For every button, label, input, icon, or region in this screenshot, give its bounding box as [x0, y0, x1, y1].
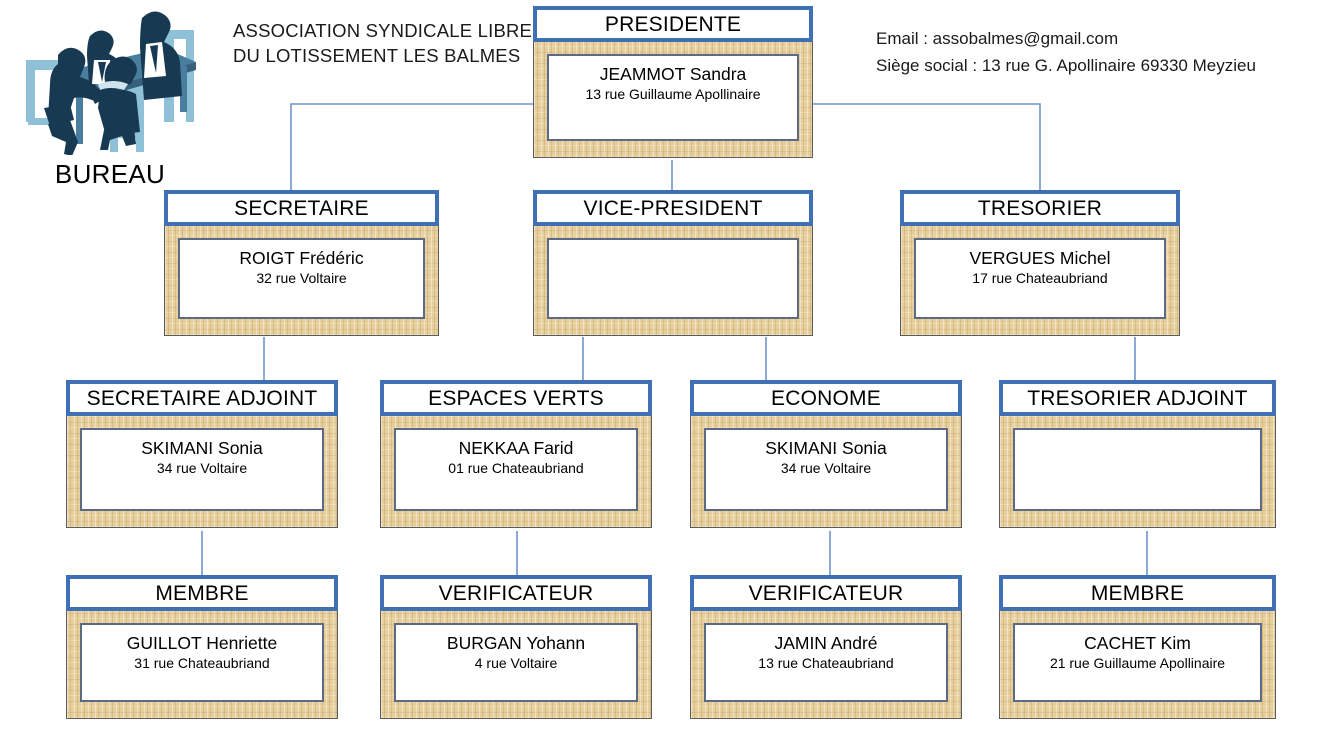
association-title-line-2: DU LOTISSEMENT LES BALMES — [233, 45, 521, 66]
node-membre-1[interactable]: MEMBRE GUILLOT Henriette 31 rue Chateaub… — [66, 575, 338, 719]
node-presidente-name: JEAMMOT Sandra — [599, 64, 747, 84]
node-tresorier-adjoint-body — [999, 416, 1276, 528]
node-membre-2-inner: CACHET Kim 21 rue Guillaume Apollinaire — [1013, 623, 1262, 702]
node-membre-1-name: GUILLOT Henriette — [126, 633, 278, 653]
node-econome[interactable]: ECONOME SKIMANI Sonia 34 rue Voltaire — [690, 380, 962, 528]
node-membre-2-address: 21 rue Guillaume Apollinaire — [1049, 655, 1226, 671]
node-tresorier-name: VERGUES Michel — [969, 248, 1111, 268]
node-membre-1-title: MEMBRE — [66, 575, 338, 611]
association-title-line-1: ASSOCIATION SYNDICALE LIBRE — [233, 20, 533, 41]
node-verificateur-2[interactable]: VERIFICATEUR JAMIN André 13 rue Chateaub… — [690, 575, 962, 719]
node-secretaire-address: 32 rue Voltaire — [256, 270, 347, 286]
bureau-logo — [14, 0, 206, 155]
node-secretaire-title: SECRETAIRE — [164, 190, 439, 226]
node-presidente-inner: JEAMMOT Sandra 13 rue Guillaume Apollina… — [547, 54, 799, 141]
node-tresorier-adjoint-title: TRESORIER ADJOINT — [999, 380, 1276, 416]
meeting-table-people-icon — [26, 11, 196, 155]
node-membre-1-inner: GUILLOT Henriette 31 rue Chateaubriand — [80, 623, 324, 702]
node-vice-president-inner — [547, 238, 799, 319]
node-secretaire-body: ROIGT Frédéric 32 rue Voltaire — [164, 226, 439, 336]
node-membre-2-body: CACHET Kim 21 rue Guillaume Apollinaire — [999, 611, 1276, 719]
node-secretaire-name: ROIGT Frédéric — [239, 248, 364, 268]
association-title: ASSOCIATION SYNDICALE LIBRE DU LOTISSEME… — [233, 18, 532, 68]
node-presidente[interactable]: PRESIDENTE JEAMMOT Sandra 13 rue Guillau… — [533, 6, 813, 158]
node-verificateur-1-inner: BURGAN Yohann 4 rue Voltaire — [394, 623, 638, 702]
node-econome-inner: SKIMANI Sonia 34 rue Voltaire — [704, 428, 948, 511]
node-verificateur-1-body: BURGAN Yohann 4 rue Voltaire — [380, 611, 652, 719]
node-secretaire-adjoint-address: 34 rue Voltaire — [156, 460, 248, 476]
node-secretaire-adjoint-inner: SKIMANI Sonia 34 rue Voltaire — [80, 428, 324, 511]
node-verificateur-1-name: BURGAN Yohann — [446, 633, 586, 653]
node-espaces-verts[interactable]: ESPACES VERTS NEKKAA Farid 01 rue Chatea… — [380, 380, 652, 528]
node-verificateur-1-address: 4 rue Voltaire — [474, 655, 558, 671]
node-secretaire-adjoint[interactable]: SECRETAIRE ADJOINT SKIMANI Sonia 34 rue … — [66, 380, 338, 528]
node-vice-president-title: VICE-PRESIDENT — [533, 190, 813, 226]
node-verificateur-2-inner: JAMIN André 13 rue Chateaubriand — [704, 623, 948, 702]
node-secretaire-adjoint-title: SECRETAIRE ADJOINT — [66, 380, 338, 416]
node-espaces-verts-body: NEKKAA Farid 01 rue Chateaubriand — [380, 416, 652, 528]
contact-address: Siège social : 13 rue G. Apollinaire 693… — [876, 56, 1256, 75]
node-verificateur-1[interactable]: VERIFICATEUR BURGAN Yohann 4 rue Voltair… — [380, 575, 652, 719]
node-membre-1-body: GUILLOT Henriette 31 rue Chateaubriand — [66, 611, 338, 719]
node-espaces-verts-inner: NEKKAA Farid 01 rue Chateaubriand — [394, 428, 638, 511]
contact-info: Email : assobalmes@gmail.com Siège socia… — [876, 25, 1256, 79]
node-tresorier-address: 17 rue Chateaubriand — [972, 270, 1108, 286]
node-econome-name: SKIMANI Sonia — [765, 438, 887, 458]
node-secretaire-adjoint-name: SKIMANI Sonia — [141, 438, 263, 458]
node-presidente-address: 13 rue Guillaume Apollinaire — [585, 86, 761, 102]
contact-email: Email : assobalmes@gmail.com — [876, 29, 1119, 48]
node-tresorier[interactable]: TRESORIER VERGUES Michel 17 rue Chateaub… — [900, 190, 1180, 336]
node-verificateur-2-address: 13 rue Chateaubriand — [758, 655, 894, 671]
node-membre-2[interactable]: MEMBRE CACHET Kim 21 rue Guillaume Apoll… — [999, 575, 1276, 719]
bureau-caption: BUREAU — [54, 159, 166, 189]
node-secretaire[interactable]: SECRETAIRE ROIGT Frédéric 32 rue Voltair… — [164, 190, 439, 336]
node-espaces-verts-name: NEKKAA Farid — [458, 438, 574, 458]
node-secretaire-adjoint-body: SKIMANI Sonia 34 rue Voltaire — [66, 416, 338, 528]
node-vice-president[interactable]: VICE-PRESIDENT — [533, 190, 813, 336]
node-verificateur-2-name: JAMIN André — [774, 633, 878, 653]
node-espaces-verts-title: ESPACES VERTS — [380, 380, 652, 416]
node-espaces-verts-address: 01 rue Chateaubriand — [448, 460, 584, 476]
node-membre-2-name: CACHET Kim — [1084, 633, 1191, 653]
node-verificateur-2-title: VERIFICATEUR — [690, 575, 962, 611]
node-vice-president-body — [533, 226, 813, 336]
node-tresorier-adjoint-inner — [1013, 428, 1262, 511]
node-tresorier-body: VERGUES Michel 17 rue Chateaubriand — [900, 226, 1180, 336]
node-tresorier-inner: VERGUES Michel 17 rue Chateaubriand — [914, 238, 1166, 319]
node-econome-title: ECONOME — [690, 380, 962, 416]
node-secretaire-inner: ROIGT Frédéric 32 rue Voltaire — [178, 238, 425, 319]
node-verificateur-2-body: JAMIN André 13 rue Chateaubriand — [690, 611, 962, 719]
node-membre-1-address: 31 rue Chateaubriand — [134, 655, 270, 671]
node-presidente-title: PRESIDENTE — [533, 6, 813, 42]
node-tresorier-adjoint[interactable]: TRESORIER ADJOINT — [999, 380, 1276, 528]
node-presidente-body: JEAMMOT Sandra 13 rue Guillaume Apollina… — [533, 42, 813, 158]
node-econome-body: SKIMANI Sonia 34 rue Voltaire — [690, 416, 962, 528]
node-econome-address: 34 rue Voltaire — [780, 460, 872, 476]
node-verificateur-1-title: VERIFICATEUR — [380, 575, 652, 611]
node-membre-2-title: MEMBRE — [999, 575, 1276, 611]
node-tresorier-title: TRESORIER — [900, 190, 1180, 226]
